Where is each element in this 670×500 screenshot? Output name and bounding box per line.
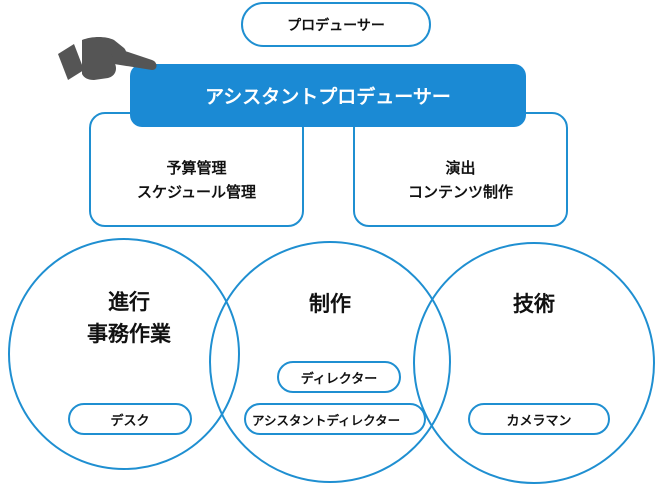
cameraman-pill: カメラマン [468,403,610,435]
producer-label: プロデューサー [287,17,385,34]
cameraman-label: カメラマン [506,413,572,429]
direction-content-box: 演出 コンテンツ制作 [353,112,568,227]
director-pill: ディレクター [277,361,401,393]
content-production-label: コンテンツ制作 [407,182,513,201]
tech-title-text: 技術 [513,292,555,316]
assistant-producer-banner: アシスタントプロデューサー [130,64,526,127]
budget-schedule-box: 予算管理 スケジュール管理 [89,112,304,227]
schedule-label: スケジュール管理 [137,182,256,201]
desk-pill: デスク [68,403,192,435]
pointing-hand-icon [58,37,157,80]
progress-title-line2: 事務作業 [87,322,171,346]
desk-label: デスク [110,413,150,429]
assistant-producer-label: アシスタントプロデューサー [205,86,451,108]
circle-progress [8,238,240,470]
circle-tech [413,242,655,484]
producer-pill: プロデューサー [241,2,431,47]
production-title-text: 制作 [309,292,351,316]
tech-title: 技術 [434,288,634,320]
production-title: 制作 [230,288,430,320]
assistant-director-pill: アシスタントディレクター [244,403,426,435]
direction-label: 演出 [445,158,476,177]
progress-title-line1: 進行 [108,290,150,314]
budget-label: 予算管理 [166,158,227,177]
assistant-director-label: アシスタントディレクター [252,412,401,428]
progress-title: 進行 事務作業 [29,286,229,350]
director-label: ディレクター [300,371,378,387]
